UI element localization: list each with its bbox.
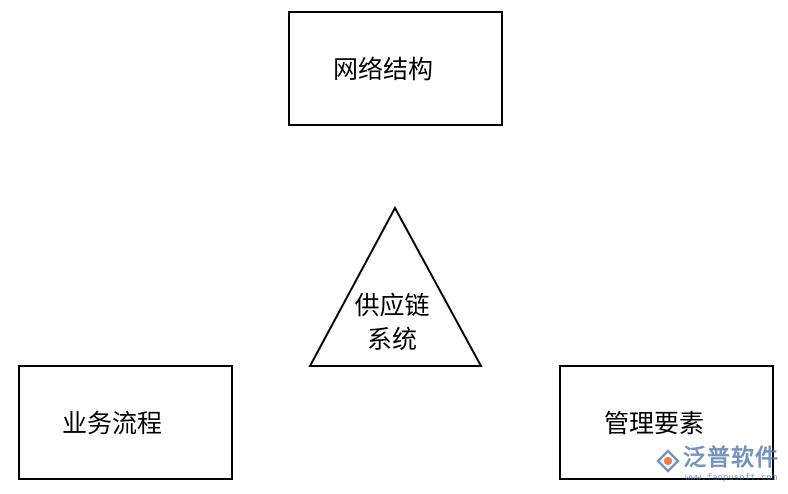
network-structure-box: 网络结构: [288, 11, 503, 126]
network-structure-label: 网络结构: [333, 55, 434, 84]
management-elements-label: 管理要素: [604, 409, 705, 438]
fanpu-logo-icon: [656, 449, 680, 473]
supply-chain-label-line1: 供应链: [354, 291, 430, 320]
watermark-url: www.fanpusoft.com: [685, 473, 778, 483]
fanpu-watermark: 泛普软件 www.fanpusoft.com: [655, 446, 783, 486]
supply-chain-triangle: [308, 205, 483, 367]
business-process-label: 业务流程: [62, 409, 163, 438]
supply-chain-label-line2: 系统: [366, 325, 417, 354]
watermark-brand: 泛普软件: [683, 445, 779, 471]
business-process-box: 业务流程: [18, 365, 233, 480]
triangle-shape: [308, 205, 483, 367]
